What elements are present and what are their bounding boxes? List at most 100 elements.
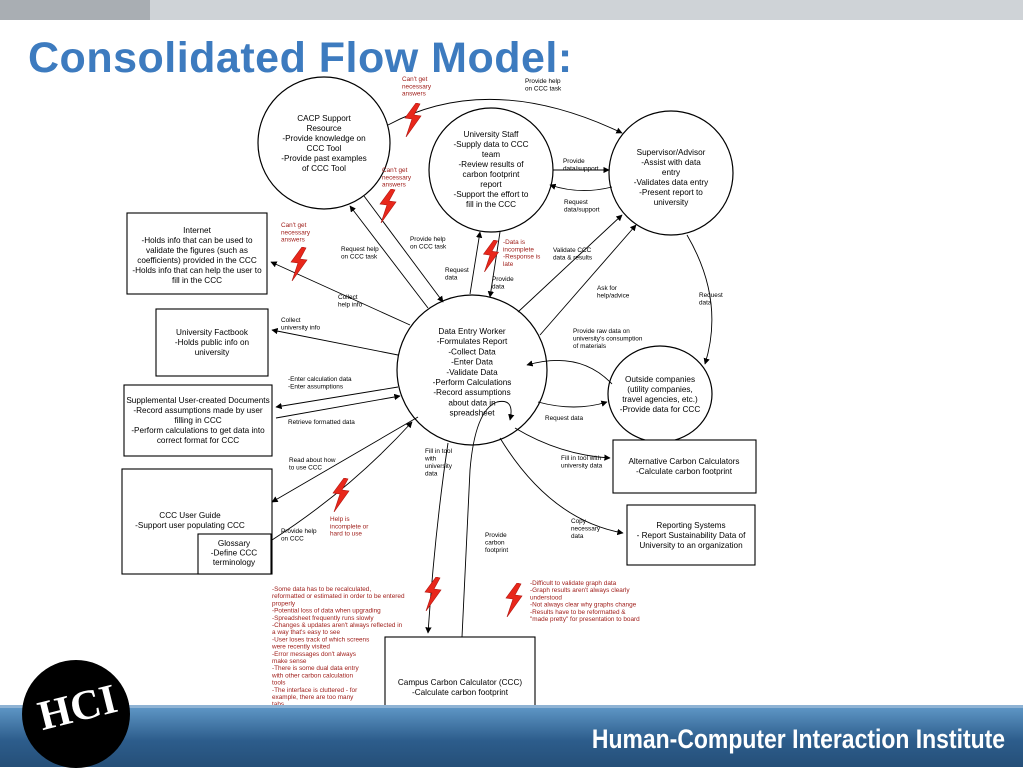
text-line: Can't get (402, 76, 428, 83)
text-line: Help is (330, 516, 350, 523)
text-line: Copy (571, 518, 587, 525)
flow-outside-worker (526, 359, 613, 385)
text-line: University to an organization (639, 541, 743, 550)
text-line: Provide (492, 276, 514, 283)
text-line: with other carbon calculation (271, 672, 353, 679)
text-line: university info (281, 325, 321, 332)
text-line: Provide raw data on (573, 328, 630, 335)
text-line: "made pretty" for presentation to board (530, 616, 640, 623)
flow-worker-reporting (499, 437, 624, 536)
text-line: incomplete or (330, 523, 369, 530)
text-line: properly (272, 600, 296, 607)
text-line: make sense (272, 658, 307, 665)
text-line: -Holds info that can help the user to (132, 266, 262, 275)
text-line: Fill in tool (425, 448, 452, 455)
breakdown-bolt-icon (379, 189, 397, 223)
text-line: -Provide data for CCC (620, 405, 701, 414)
text-line: university data (561, 463, 603, 470)
text-line: -Not always clear why graphs change (530, 602, 637, 609)
flow-worker-factbook (271, 328, 399, 356)
flow-worker-staff-request (469, 231, 483, 295)
text-line: correct format for CCC (157, 436, 239, 445)
text-line: validate the figures (such as (146, 246, 248, 255)
text-line: -Data is (503, 239, 525, 246)
text-line: spreadsheet (449, 409, 495, 418)
text-line: Supervisor/Advisor (637, 148, 706, 157)
text-line: -Graph results aren't always clearly (530, 587, 630, 594)
outside-text: Outside companies(utility companies,trav… (620, 375, 701, 414)
text-line: terminology (213, 558, 256, 567)
text-line: carbon (485, 540, 505, 547)
flow-worker-supervisor-validate (517, 214, 623, 313)
text-line: -Response is (503, 254, 540, 261)
text-line: Read about how (289, 457, 336, 464)
text-line: Collect (281, 317, 301, 324)
flow-ccc-worker (461, 400, 515, 638)
text-line: -Changes & updates aren't always reflect… (272, 622, 403, 629)
text-line: -Perform Calculations (433, 378, 512, 387)
text-line: tabs (272, 701, 284, 708)
text-line: University Staff (464, 130, 520, 139)
text-line: help/advice (597, 293, 630, 300)
flow-worker-altcalc (514, 427, 611, 461)
text-line: -Support the effort to (454, 190, 529, 199)
text-line: Validate CCC (553, 247, 592, 254)
text-line: coefficients) provided in the CCC (137, 256, 257, 265)
text-line: were recently visited (271, 644, 330, 651)
text-line: -Enter Data (451, 358, 493, 367)
text-line: Provide (485, 532, 507, 539)
text-line: Can't get (281, 222, 307, 229)
text-line: CCC User Guide (159, 511, 221, 520)
flow-worker-internet (270, 261, 411, 326)
text-line: -Formulates Report (437, 337, 508, 346)
text-line: Campus Carbon Calculator (CCC) (398, 678, 522, 687)
text-line: -Support user populating CCC (135, 521, 245, 530)
text-line: Collect (338, 294, 358, 301)
text-line: help info (338, 302, 363, 309)
text-line: university (654, 198, 689, 207)
text-line: about data in (448, 398, 496, 407)
label-retrieve: Retrieve formatted data (288, 419, 355, 426)
text-line: answers (281, 237, 305, 244)
text-line: incomplete (503, 246, 534, 253)
text-line: data (445, 275, 458, 282)
text-line: -Spreadsheet frequently runs slowly (272, 615, 374, 622)
text-line: Request (699, 292, 723, 299)
ccc-text: Campus Carbon Calculator (CCC)-Calculate… (398, 678, 522, 697)
text-line: university (195, 348, 230, 357)
glossary-node (197, 533, 272, 575)
text-line: filling in CCC (174, 416, 221, 425)
internet-node (126, 212, 268, 295)
altcalc-text: Alternative Carbon Calculators-Calculate… (628, 457, 739, 476)
text-line: data/support (563, 166, 599, 173)
text-line: -Potential loss of data when upgrading (272, 608, 381, 615)
text-line: on CCC task (525, 86, 562, 93)
text-line: -Enter calculation data (288, 376, 352, 383)
text-line: of materials (573, 343, 606, 350)
text-line: -Provide knowledge on (282, 134, 366, 143)
text-line: Provide help (525, 78, 561, 85)
text-line: Retrieve formatted data (288, 419, 355, 426)
text-line: -Record assumptions made by user (133, 406, 263, 415)
reporting-text: Reporting Systems- Report Sustainability… (637, 521, 746, 550)
text-line: Ask for (597, 285, 618, 292)
text-line: data & results (553, 255, 592, 262)
text-line: Outside companies (625, 375, 695, 384)
cacp-node (257, 76, 391, 210)
breakdown-ccc-right: -Difficult to validate graph data-Graph … (530, 580, 640, 623)
text-line: -Provide past examples (281, 154, 367, 163)
text-line: Fill in tool with (561, 455, 602, 462)
flow-supervisor-staff (549, 183, 613, 191)
